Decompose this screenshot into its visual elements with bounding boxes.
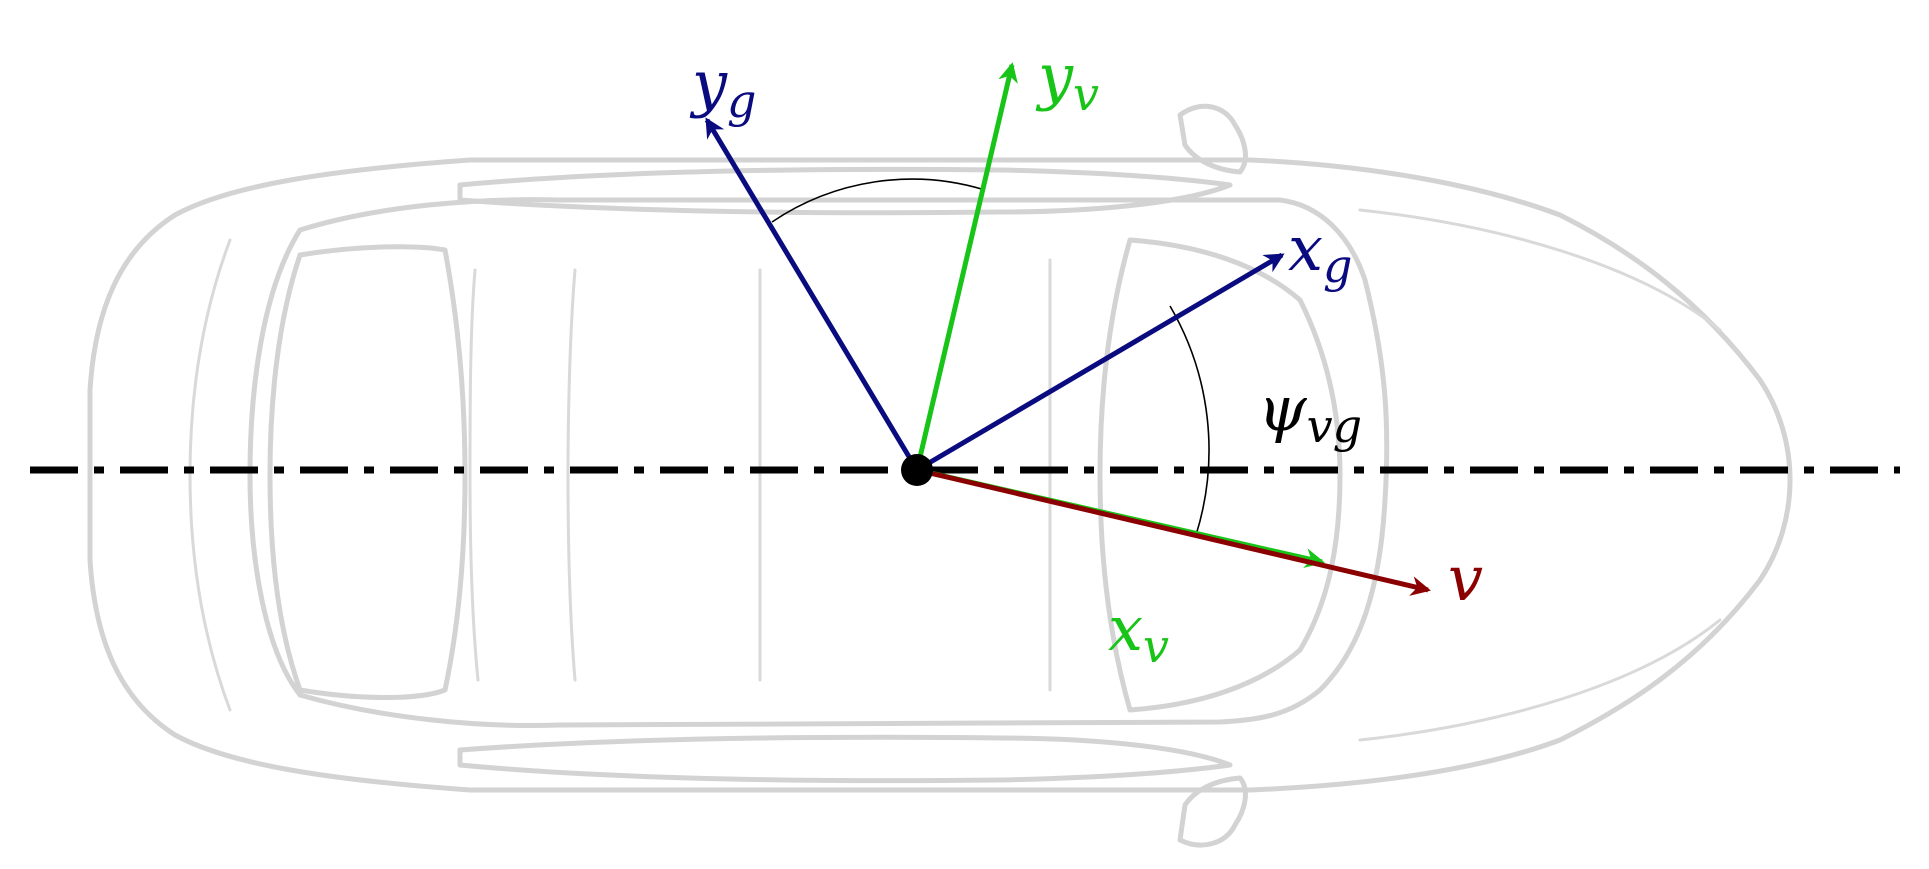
mirror-bottom bbox=[1177, 775, 1248, 848]
roof-seam-b bbox=[566, 268, 577, 682]
label-y-g-base: y bbox=[689, 47, 728, 120]
roof-seam-left bbox=[468, 268, 480, 682]
label-psi-vg: ψvg bbox=[1258, 372, 1362, 453]
label-y-v: yv bbox=[1035, 40, 1099, 121]
label-psi-vg-base: ψ bbox=[1258, 372, 1308, 445]
x-g-axis-arrow bbox=[915, 252, 1285, 473]
angle-arc-psi bbox=[1169, 305, 1210, 536]
hood-line-top bbox=[1358, 208, 1722, 332]
label-x-v-base: x bbox=[1108, 592, 1143, 665]
bottom-side-window bbox=[457, 734, 1233, 784]
velocity-arrow bbox=[916, 467, 1431, 596]
label-y-g: yg bbox=[689, 47, 756, 128]
label-y-g-sub: g bbox=[727, 74, 756, 128]
trunk-line bbox=[188, 238, 232, 712]
angle-arc-y bbox=[771, 178, 986, 223]
car-outline bbox=[87, 103, 1793, 848]
car-roof bbox=[247, 197, 1390, 729]
label-x-g: xg bbox=[1288, 212, 1352, 293]
label-y-v-sub: v bbox=[1073, 67, 1099, 121]
car-body bbox=[87, 157, 1793, 793]
origin-point bbox=[901, 454, 933, 486]
label-y-v-base: y bbox=[1035, 40, 1074, 113]
label-x-v: xv bbox=[1108, 592, 1169, 673]
y-g-axis-arrow bbox=[704, 117, 920, 472]
hood-line-bottom bbox=[1358, 618, 1722, 742]
label-v-base: v bbox=[1448, 542, 1483, 615]
top-side-window bbox=[457, 166, 1233, 216]
label-x-g-base: x bbox=[1288, 212, 1323, 285]
rear-window bbox=[267, 244, 468, 700]
label-psi-vg-sub: vg bbox=[1307, 399, 1362, 453]
label-v: v bbox=[1448, 542, 1483, 615]
label-x-v-sub: v bbox=[1143, 619, 1169, 673]
label-x-g-sub: g bbox=[1323, 239, 1352, 293]
mirror-top bbox=[1177, 103, 1248, 175]
windshield bbox=[1097, 237, 1343, 713]
y-v-axis-arrow bbox=[914, 62, 1018, 471]
